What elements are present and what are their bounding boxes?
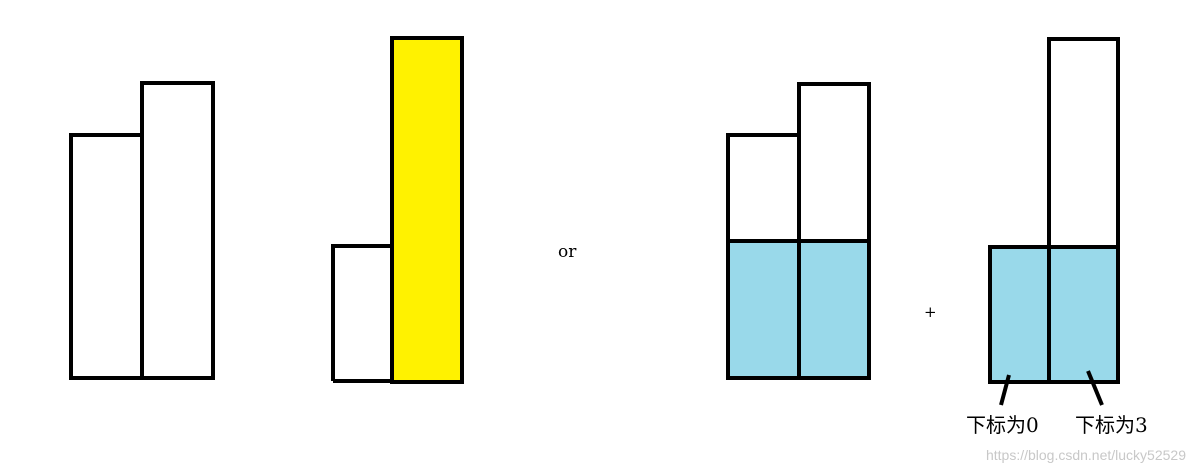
group-highlighted-bars [331, 36, 464, 384]
bar-yellow-highlight [390, 36, 464, 384]
bar-left-short [69, 133, 144, 380]
bar-water-tall [797, 82, 871, 380]
pointer-index0 [999, 374, 1011, 406]
group-plain-bars [69, 81, 215, 380]
group-water-bars-left [726, 82, 871, 380]
pointer-index3 [1086, 370, 1104, 406]
plus-label: + [924, 303, 937, 321]
bar-right-tall [140, 81, 215, 380]
water-fill-right [990, 247, 1118, 382]
watermark: https://blog.csdn.net/lucky52529 [986, 447, 1186, 463]
bar-index3 [1047, 37, 1120, 384]
bar-short-open [331, 244, 392, 383]
group-water-bars-right [988, 37, 1120, 406]
index0-label: 下标为0 [966, 413, 1039, 437]
or-label: or [558, 242, 577, 262]
index3-label: 下标为3 [1075, 413, 1148, 437]
